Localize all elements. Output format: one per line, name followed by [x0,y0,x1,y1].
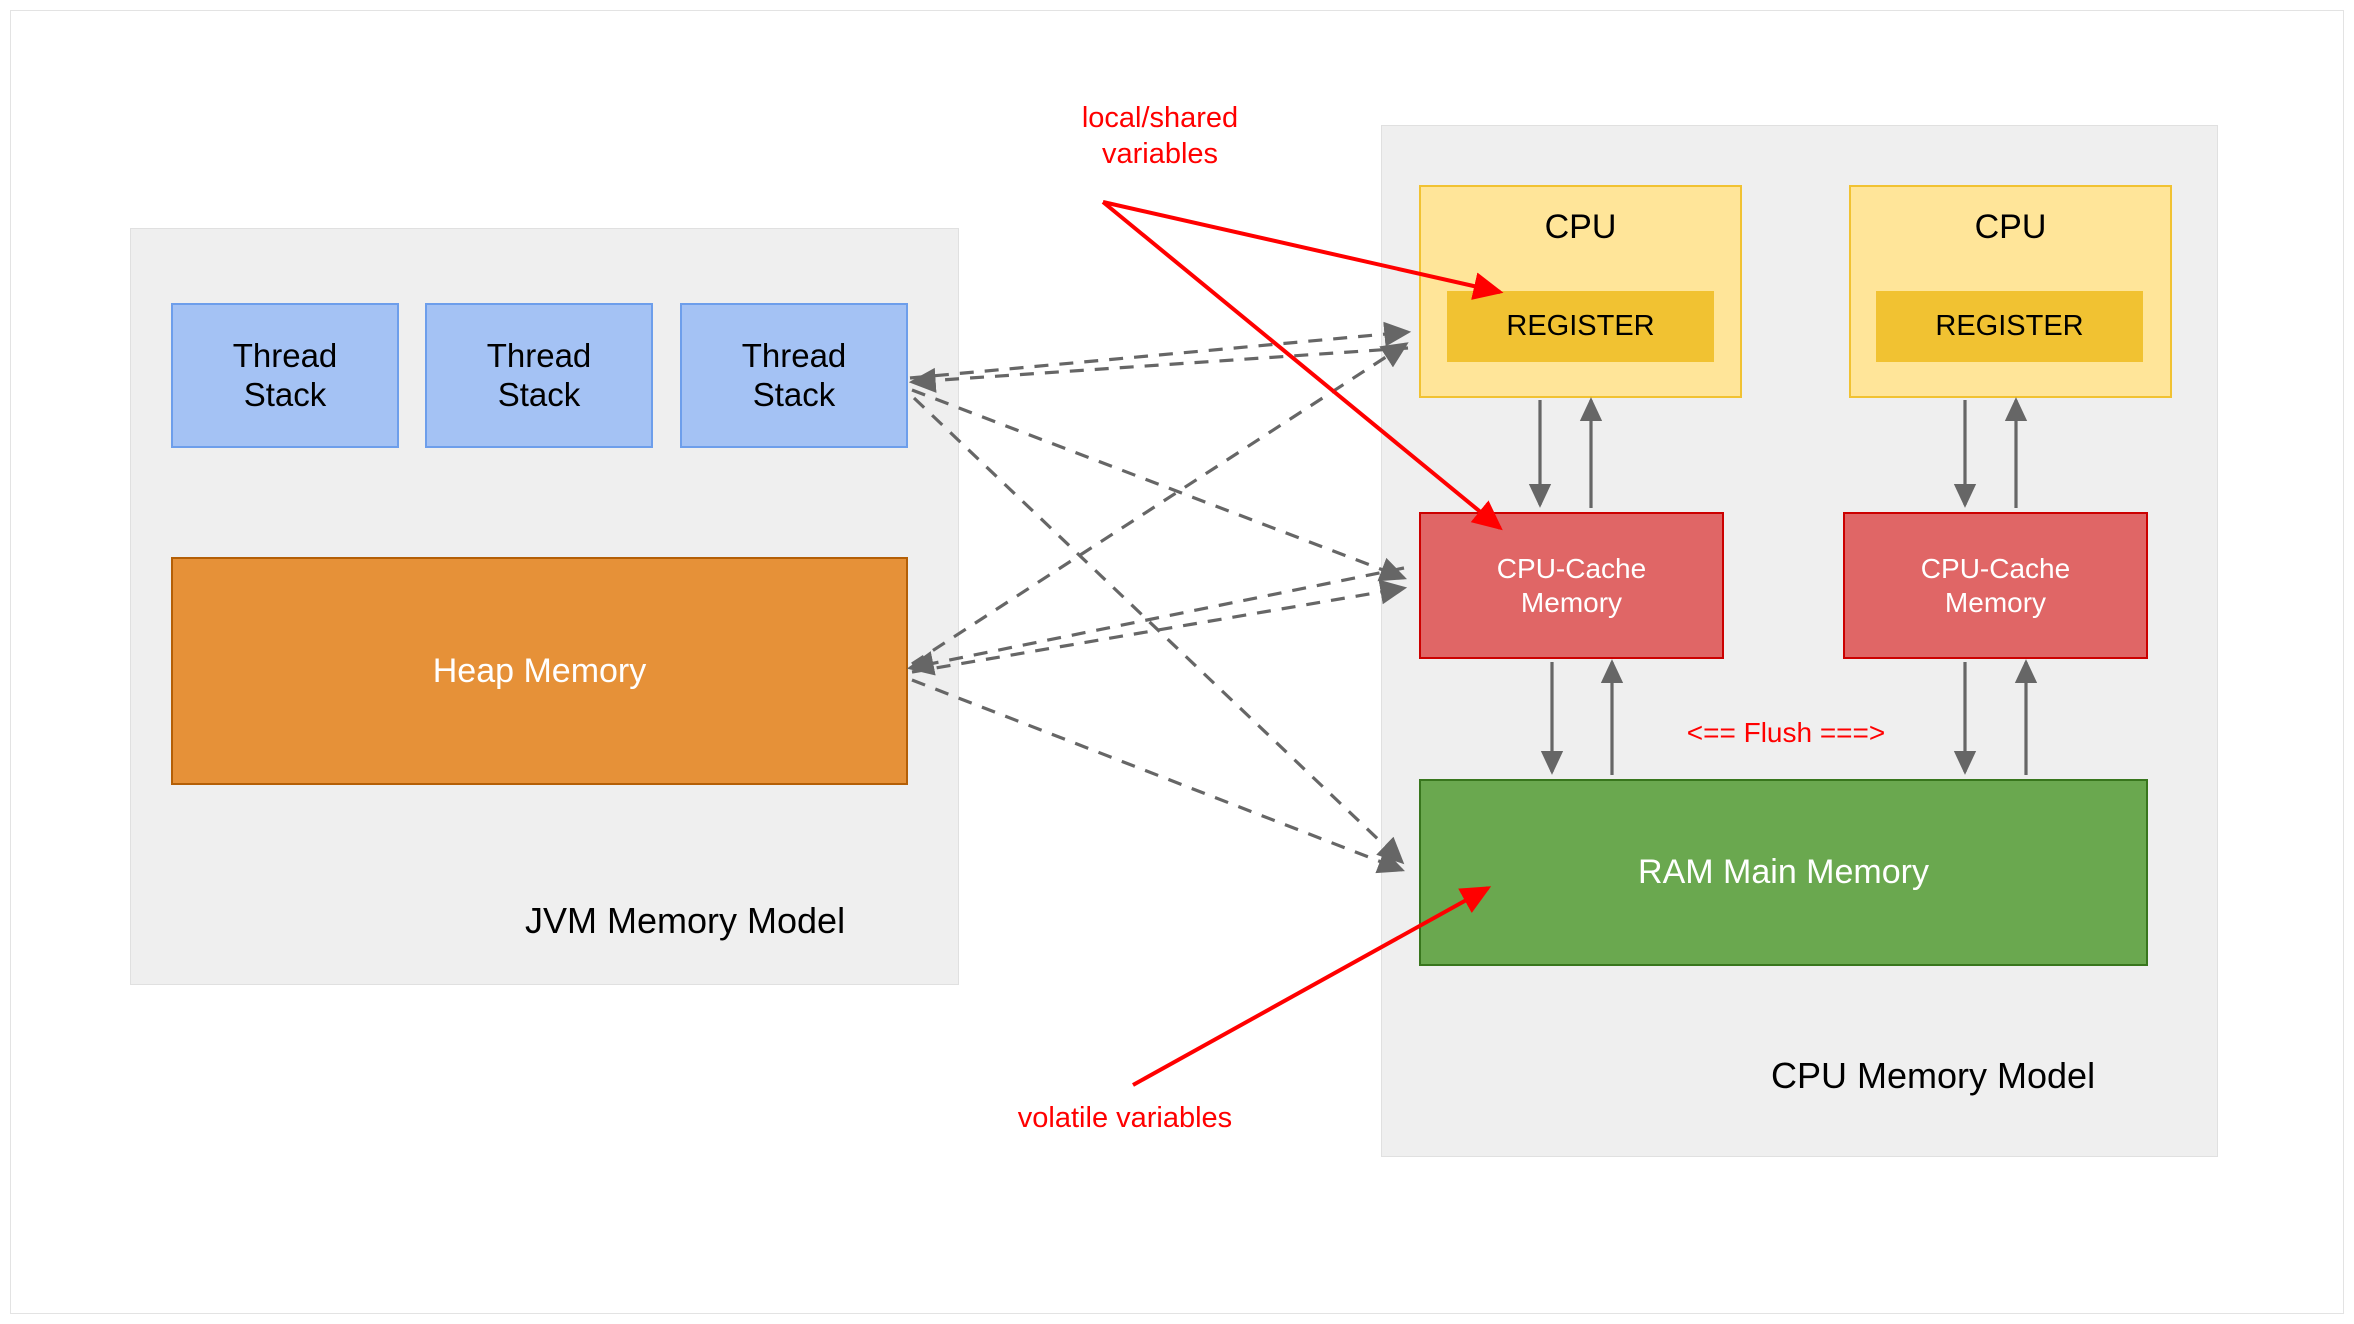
volatile-variables-annotation: volatile variables [1017,1102,1233,1134]
heap-memory-box[interactable]: Heap Memory [171,557,908,785]
thread-stack-box-2[interactable]: Thread Stack [425,303,653,448]
thread-stack-box-1[interactable]: Thread Stack [171,303,399,448]
link-heap-cache [911,579,1408,674]
link-cache-heap [906,566,1405,676]
link-threadstack-cache [911,388,1407,582]
ram-main-memory-box[interactable]: RAM Main Memory [1419,779,2148,966]
register-box-2[interactable]: REGISTER [1876,291,2143,362]
cpu-cache-box-1[interactable]: CPU-Cache Memory [1419,512,1724,659]
local-shared-variables-annotation: local/shared variables [1081,102,1239,171]
thread-stack-box-3[interactable]: Thread Stack [680,303,908,448]
link-heap-ram [911,678,1405,874]
link-threadstack-register [909,321,1412,380]
flush-annotation: <== Flush ===> [1686,717,1886,748]
jvm-panel-title: JVM Memory Model [525,900,846,941]
link-heap-register [911,342,1409,666]
link-register-threadstack [908,346,1409,393]
cpu-panel-title: CPU Memory Model [1771,1055,2096,1096]
cpu-cache-box-2[interactable]: CPU-Cache Memory [1843,512,2148,659]
register-box-1[interactable]: REGISTER [1447,291,1714,362]
link-threadstack-ram [912,396,1405,865]
